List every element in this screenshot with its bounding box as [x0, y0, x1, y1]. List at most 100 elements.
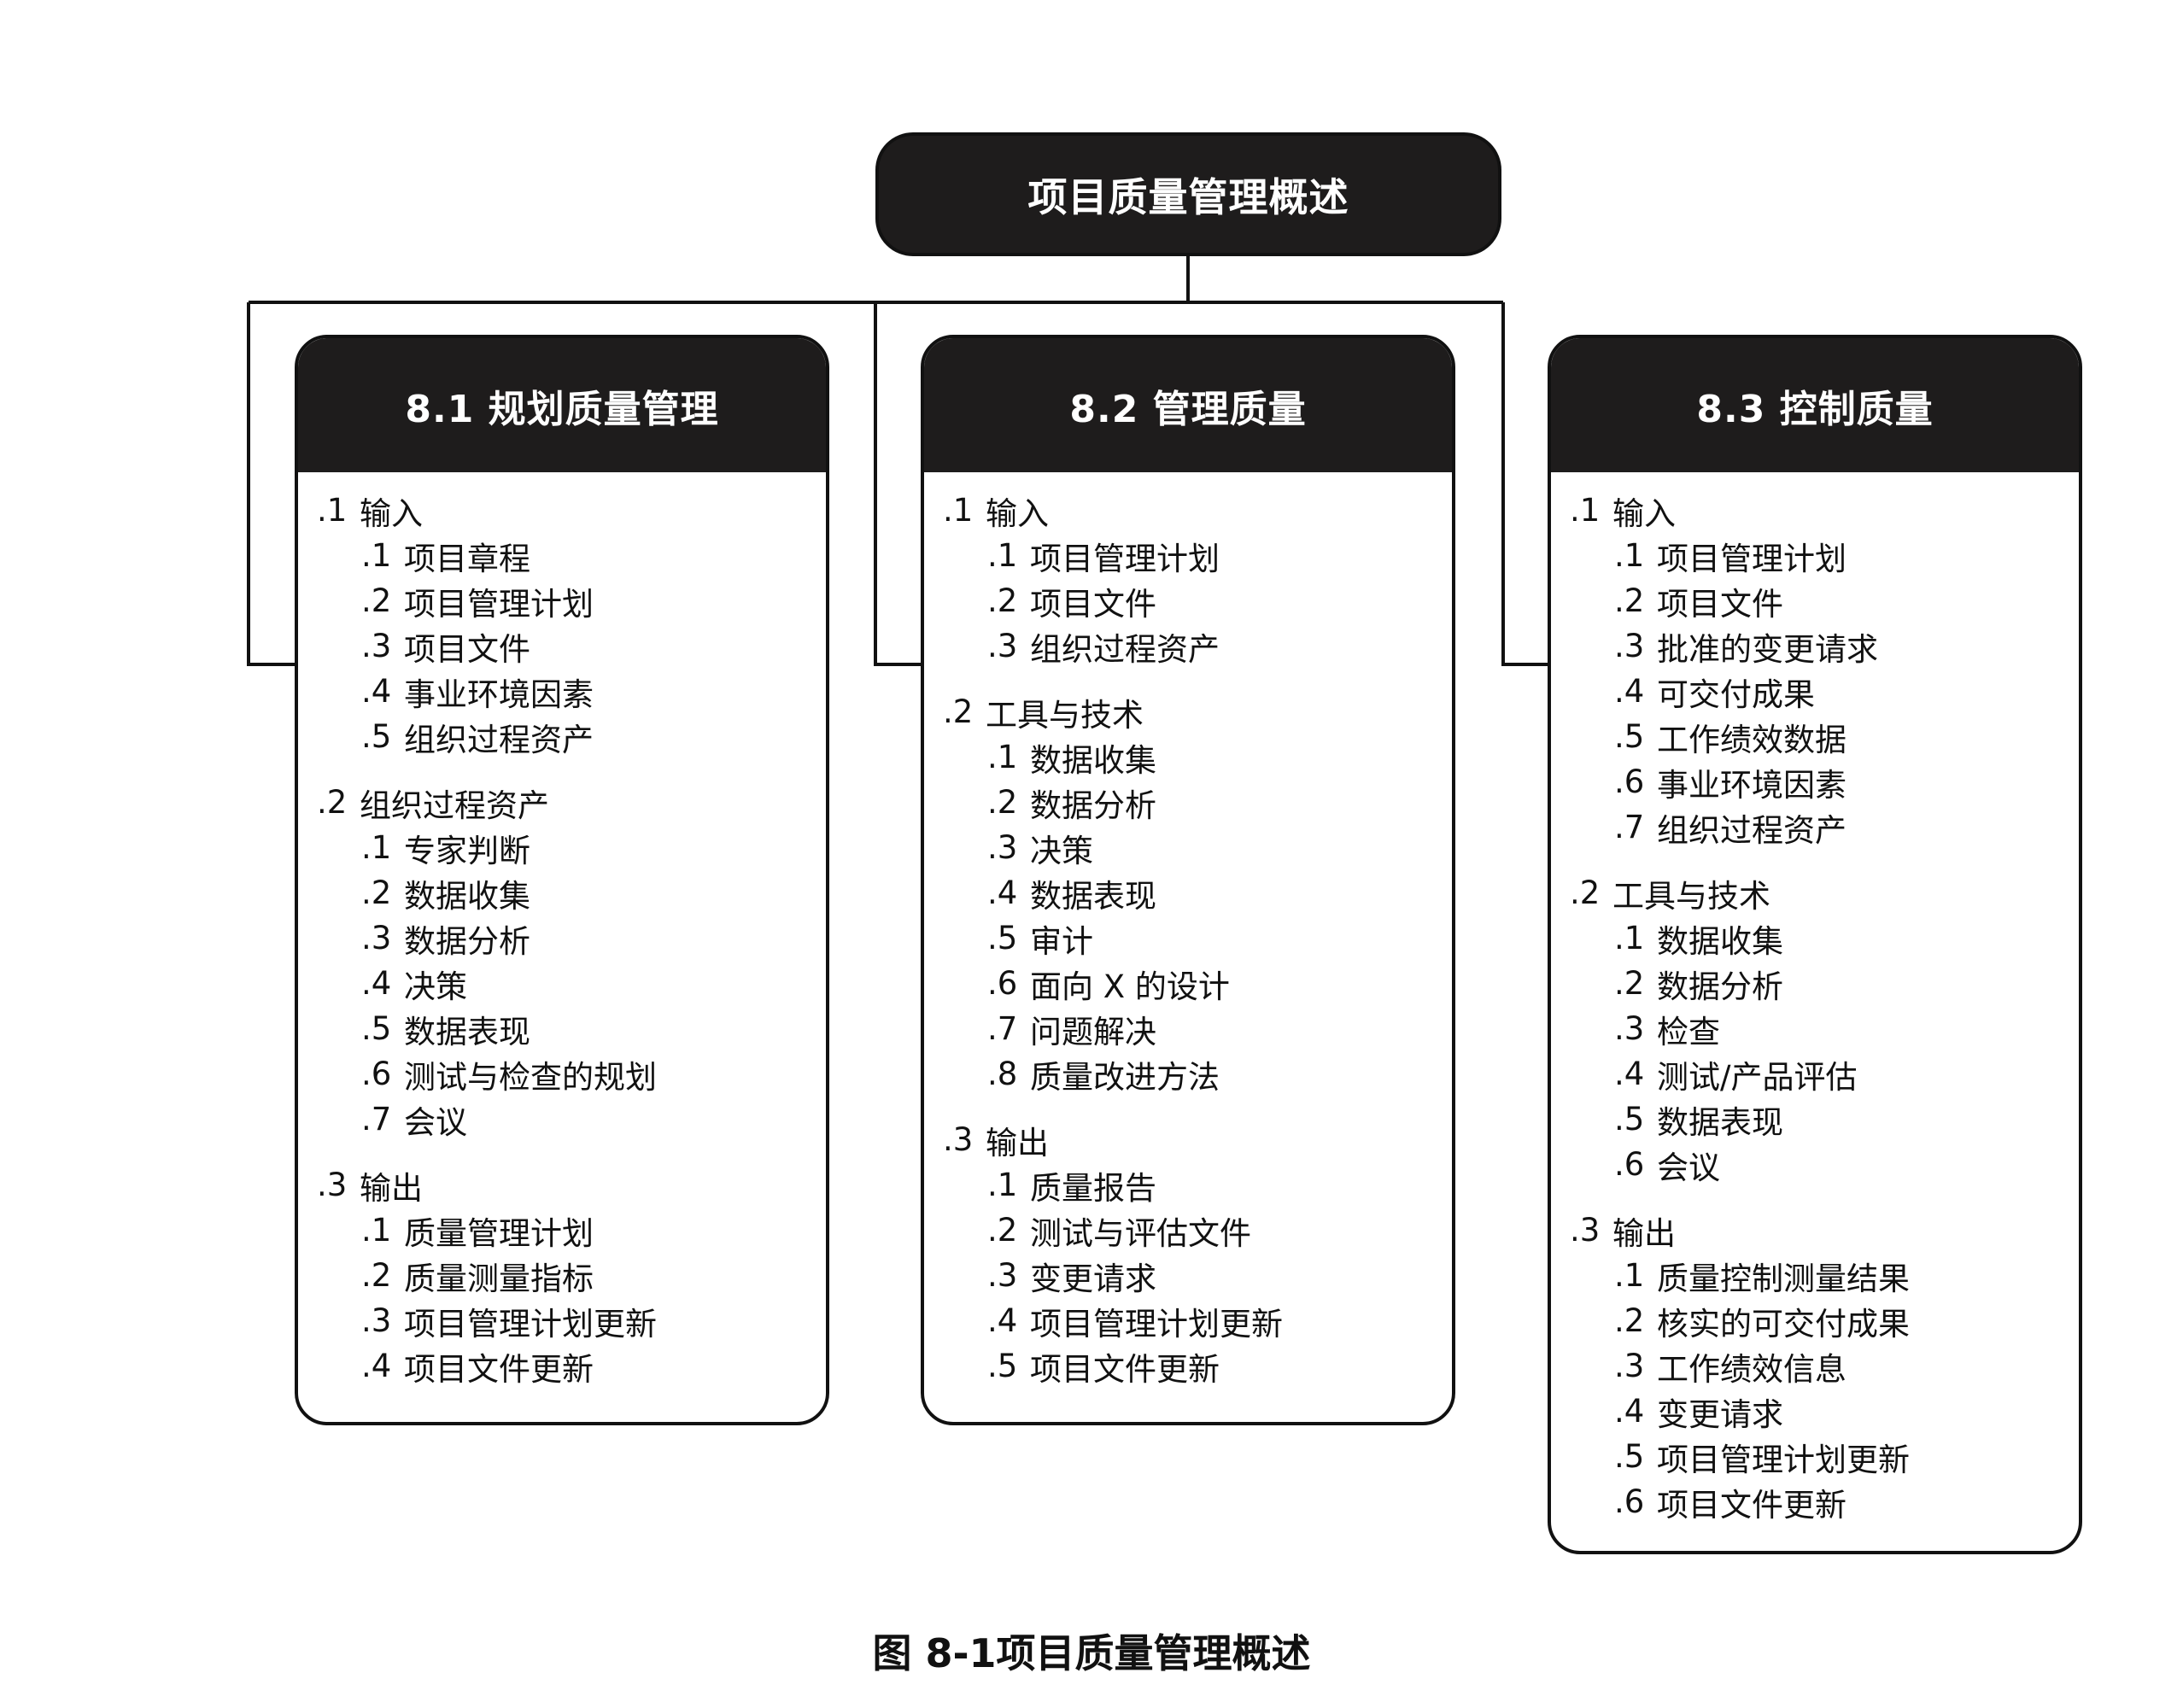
item-label: 项目文件 — [404, 630, 530, 668]
item-number: .4 — [361, 673, 392, 710]
group-label: 组织过程资产 — [360, 787, 549, 824]
item-number: .2 — [361, 582, 392, 619]
group-label: 输入 — [986, 494, 1049, 532]
list-item: .7 问题解决 — [943, 1006, 1452, 1051]
group-number: .3 — [317, 1167, 348, 1203]
list-item: .2 项目管理计划 — [317, 578, 826, 623]
item-label: 数据分析 — [404, 922, 530, 960]
item-number: .8 — [987, 1056, 1018, 1092]
item-label: 项目文件 — [1657, 585, 1783, 623]
item-label: 质量测量指标 — [404, 1260, 594, 1297]
item-number: .6 — [1614, 763, 1645, 800]
item-label: 问题解决 — [1030, 1013, 1156, 1050]
item-label: 组织过程资产 — [1030, 630, 1220, 668]
item-label: 决策 — [1030, 832, 1093, 869]
group-label: 输出 — [1612, 1214, 1676, 1252]
item-number: .2 — [361, 1257, 392, 1294]
item-label: 变更请求 — [1657, 1395, 1783, 1433]
item-number: .7 — [1614, 809, 1645, 845]
group-label: 输出 — [986, 1124, 1049, 1161]
item-label: 检查 — [1657, 1013, 1720, 1050]
group-number: .2 — [317, 784, 348, 821]
group-heading: .2 组织过程资产 — [317, 780, 826, 825]
item-number: .1 — [987, 1167, 1018, 1203]
list-item: .8 质量改进方法 — [943, 1051, 1452, 1097]
item-number: .2 — [361, 874, 392, 911]
item-number: .3 — [987, 628, 1018, 664]
list-item: .3 决策 — [943, 825, 1452, 870]
item-number: .2 — [987, 1212, 1018, 1249]
item-label: 质量改进方法 — [1030, 1058, 1220, 1096]
item-number: .2 — [987, 582, 1018, 619]
group-heading: .1 输入 — [943, 488, 1452, 533]
item-label: 测试/产品评估 — [1657, 1058, 1858, 1096]
item-number: .6 — [1614, 1483, 1645, 1520]
item-number: .3 — [987, 829, 1018, 866]
item-number: .1 — [987, 537, 1018, 574]
item-number: .5 — [361, 1010, 392, 1047]
list-item: .5 审计 — [943, 915, 1452, 961]
group-label: 工具与技术 — [1612, 877, 1770, 915]
item-label: 项目文件更新 — [1030, 1350, 1220, 1388]
item-label: 数据表现 — [1030, 877, 1156, 915]
item-number: .3 — [361, 1302, 392, 1339]
item-label: 项目管理计划 — [404, 585, 594, 623]
item-label: 数据收集 — [1030, 741, 1156, 779]
item-label: 项目管理计划更新 — [404, 1305, 657, 1342]
group-number: .1 — [943, 492, 974, 529]
item-label: 审计 — [1030, 922, 1093, 960]
process-title: 8.3 控制质量 — [1696, 387, 1934, 431]
process-card-header: 8.1 规划质量管理 — [298, 338, 826, 472]
item-number: .7 — [987, 1010, 1018, 1047]
item-label: 决策 — [404, 968, 467, 1005]
item-number: .1 — [1614, 1257, 1645, 1294]
item-label: 项目管理计划更新 — [1030, 1305, 1283, 1342]
list-item: .3 项目管理计划更新 — [317, 1298, 826, 1343]
process-title: 8.1 规划质量管理 — [405, 387, 719, 431]
item-number: .5 — [987, 920, 1018, 956]
figure-caption: 图 8-1项目质量管理概述 — [872, 1630, 1311, 1676]
list-item: .2 质量测量指标 — [317, 1253, 826, 1298]
item-label: 数据收集 — [1657, 922, 1783, 960]
group-number: .1 — [1570, 492, 1601, 529]
item-label: 会议 — [1657, 1149, 1720, 1186]
item-number: .4 — [987, 1302, 1018, 1339]
item-label: 数据分析 — [1657, 968, 1783, 1005]
item-number: .1 — [361, 829, 392, 866]
item-label: 工作绩效数据 — [1657, 721, 1846, 758]
list-item: .6 事业环境因素 — [1570, 759, 2079, 804]
item-label: 项目管理计划 — [1657, 540, 1846, 577]
item-label: 事业环境因素 — [1657, 766, 1846, 804]
